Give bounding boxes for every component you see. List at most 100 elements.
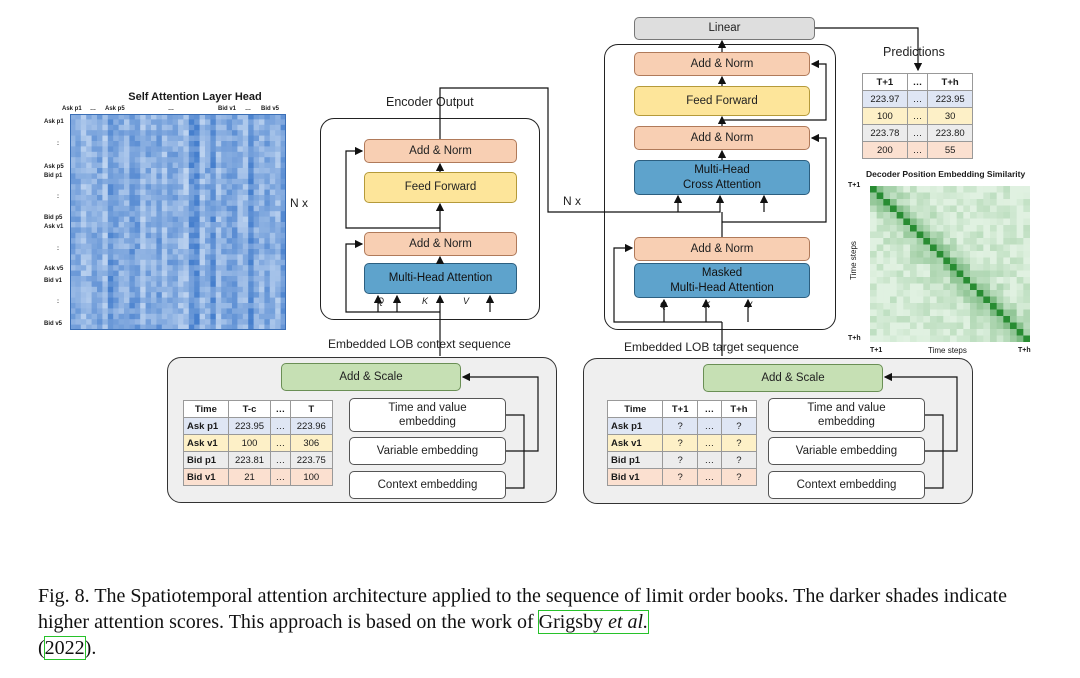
heat-cell: [178, 265, 184, 271]
heat-cell: [936, 225, 944, 232]
heat-cell: [916, 277, 924, 284]
heat-cell: [86, 135, 92, 142]
citation-link[interactable]: Grigsby et al.: [537, 610, 650, 634]
heat-cell: [943, 251, 951, 258]
heat-cell: [145, 286, 152, 293]
heat-cell: [876, 186, 884, 193]
heat-cell: [269, 216, 276, 223]
heat-cell: [129, 259, 136, 266]
heat-cell: [172, 146, 179, 153]
heat-cell: [172, 297, 179, 304]
heat-cell: [107, 200, 114, 207]
heat-cell: [102, 324, 109, 330]
heat-cell: [275, 313, 281, 320]
heat-cell: [1010, 283, 1018, 291]
heat-cell: [1023, 264, 1030, 271]
heat-cell: [253, 200, 260, 207]
heat-cell: [156, 308, 163, 315]
heat-cell: [275, 297, 281, 304]
heat-cell: [264, 265, 271, 271]
heat-cell: [221, 313, 227, 320]
heat-cell: [145, 130, 152, 136]
heat-cell: [275, 178, 281, 185]
decoder-nx-label: N x: [563, 194, 581, 208]
top-label: Bid v5: [261, 106, 280, 112]
heat-cell: [156, 313, 163, 320]
heat-cell: [903, 212, 911, 219]
heat-cell: [996, 290, 1004, 297]
encoder-v-label: V: [463, 296, 470, 306]
heat-cell: [188, 286, 195, 293]
heat-cell: [259, 319, 265, 325]
target-context-embedding: Context embedding: [768, 471, 925, 499]
heat-cell: [107, 135, 114, 142]
heat-cell: [280, 189, 286, 196]
heat-cell: [996, 192, 1004, 200]
heat-cell: [275, 238, 281, 244]
heat-cell: [910, 303, 918, 310]
heat-cell: [188, 292, 195, 298]
heat-cell: [183, 211, 190, 217]
heat-cell: [903, 244, 911, 252]
heat-cell: [156, 254, 163, 261]
heat-cell: [140, 146, 146, 153]
heat-cell: [963, 277, 971, 284]
heat-cell: [221, 292, 227, 298]
citation-year-link[interactable]: 2022: [43, 636, 86, 660]
heat-cell: [883, 244, 891, 252]
heat-cell: [156, 259, 163, 266]
heat-cell: [264, 259, 271, 266]
heat-cell: [910, 316, 918, 323]
heat-cell: [188, 259, 195, 266]
table-row: Bid p1?…?: [606, 451, 758, 469]
heat-cell: [140, 308, 146, 315]
heat-cell: [188, 243, 195, 250]
heat-cell: [161, 308, 168, 315]
heat-cell: [151, 249, 157, 255]
heat-cell: [118, 270, 125, 277]
heat-cell: [976, 296, 984, 304]
heat-cell: [983, 309, 991, 317]
heat-cell: [86, 249, 92, 255]
left-label: Bid v5: [44, 321, 63, 327]
encoder-feed-forward: Feed Forward: [364, 172, 517, 203]
heat-cell: [134, 270, 141, 277]
heat-cell: [210, 324, 217, 330]
heat-cell: [124, 157, 130, 163]
heat-cell: [86, 297, 92, 304]
heat-cell: [188, 173, 195, 180]
heat-cell: [129, 184, 136, 190]
heat-cell: [1023, 192, 1030, 200]
heat-cell: [970, 192, 978, 200]
heat-cell: [936, 309, 944, 317]
heat-cell: [107, 205, 114, 212]
heat-cell: [215, 135, 222, 142]
heat-cell: [145, 222, 152, 228]
heat-cell: [80, 135, 87, 142]
heat-cell: [226, 227, 233, 234]
heat-cell: [118, 151, 125, 158]
heat-cell: [129, 243, 136, 250]
heat-cell: [259, 200, 265, 207]
heat-cell: [983, 303, 991, 310]
heat-cell: [956, 329, 964, 336]
heat-cell: [199, 189, 206, 196]
heat-cell: [253, 276, 260, 282]
heat-cell: [118, 303, 125, 309]
heat-cell: [134, 281, 141, 288]
heat-cell: [916, 205, 924, 213]
heat-cell: [91, 173, 98, 180]
heat-cell: [205, 205, 211, 212]
decoder-add-norm-mid: Add & Norm: [634, 126, 810, 150]
heat-cell: [151, 276, 157, 282]
heat-cell: [75, 151, 82, 158]
heat-cell: [956, 225, 964, 232]
heat-cell: [242, 200, 249, 207]
heat-cell: [134, 184, 141, 190]
heat-cell: [145, 259, 152, 266]
heat-cell: [232, 313, 238, 320]
heat-cell: [242, 292, 249, 298]
heat-cell: [134, 319, 141, 325]
heat-cell: [107, 189, 114, 196]
heat-cell: [134, 146, 141, 153]
